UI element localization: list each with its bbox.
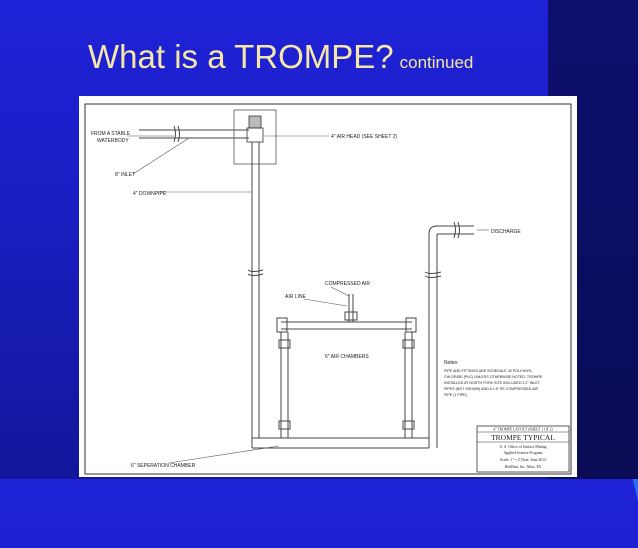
notes-heading: Notes: [444,360,458,366]
label-stable-water-2: WATERBODY [97,138,129,144]
drawing-border [84,103,572,475]
air-head-body [246,127,264,143]
label-discharge: DISCHARGE [491,229,521,235]
notes-block: Notes: PIPE AND FITTINGS ARE SCHEDULE 40… [444,360,543,397]
slide-title: What is a TROMPE? continued [88,38,473,76]
notes-line-2: CHLORIDE (PVC) UNLESS OTHERWISE NOTED. T… [444,375,543,379]
air-head-box [233,109,277,165]
slide-title-sub: continued [399,53,474,72]
title-block-line-3: U. S. Office of Surface Mining [499,445,546,449]
title-block-line-2: TROMPE TYPICAL [491,433,555,442]
label-air-head: 4" AIR HEAD (SEE SHEET 2) [331,134,397,140]
notes-line-3: INSTALLED AT NORTH FORK SITE INCLUDED 3 … [444,381,541,385]
title-block-line-6: BioMost, Inc. Mars, PA [505,465,541,470]
label-inlet: 8" INLET [115,172,135,178]
air-head-cap [248,115,262,129]
notes-line-1: PIPE AND FITTINGS ARE SCHEDULE 40 POLYVI… [444,369,532,373]
label-air-chambers: 6" AIR CHAMBERS [325,354,369,360]
downpipe [247,142,264,438]
trompe-diagram: FROM A STABLE WATERBODY 8" INLET 4" DOWN… [84,103,572,475]
label-stable-water-1: FROM A STABLE [91,131,131,137]
label-air-line: AIR LINE [285,294,307,300]
diagram-sheet: FROM A STABLE WATERBODY 8" INLET 4" DOWN… [79,96,577,477]
title-block-line-4: Applied Science Program [503,451,542,455]
slide-title-main: What is a TROMPE? [88,38,394,75]
notes-line-5: PIPE (1 PIPE). [444,393,468,397]
title-block-line-1: 4" TROMPE LAYOUT (SHEET 1 OF 2) [493,428,553,432]
label-compressed-air: COMPRESSED AIR [325,281,370,287]
compressed-air-line [344,294,358,322]
leader-lines [127,135,489,464]
air-chambers [276,317,417,438]
label-downpipe: 4" DOWNPIPE [133,191,167,197]
label-separation-chamber: 6" SEPERATION CHAMBER [131,463,196,469]
discharge-pipe [424,221,474,448]
notes-line-4: PIPES (NOT SHOWN) AND A 1.5" PE COMPRESS… [444,387,538,391]
separation-chamber-pipe [251,437,429,449]
inlet-pipe [139,125,249,143]
title-block: 4" TROMPE LAYOUT (SHEET 1 OF 2) TROMPE T… [476,425,570,473]
title-block-line-5: Scale: 1" = 2' Date: June 2013 [500,458,546,462]
